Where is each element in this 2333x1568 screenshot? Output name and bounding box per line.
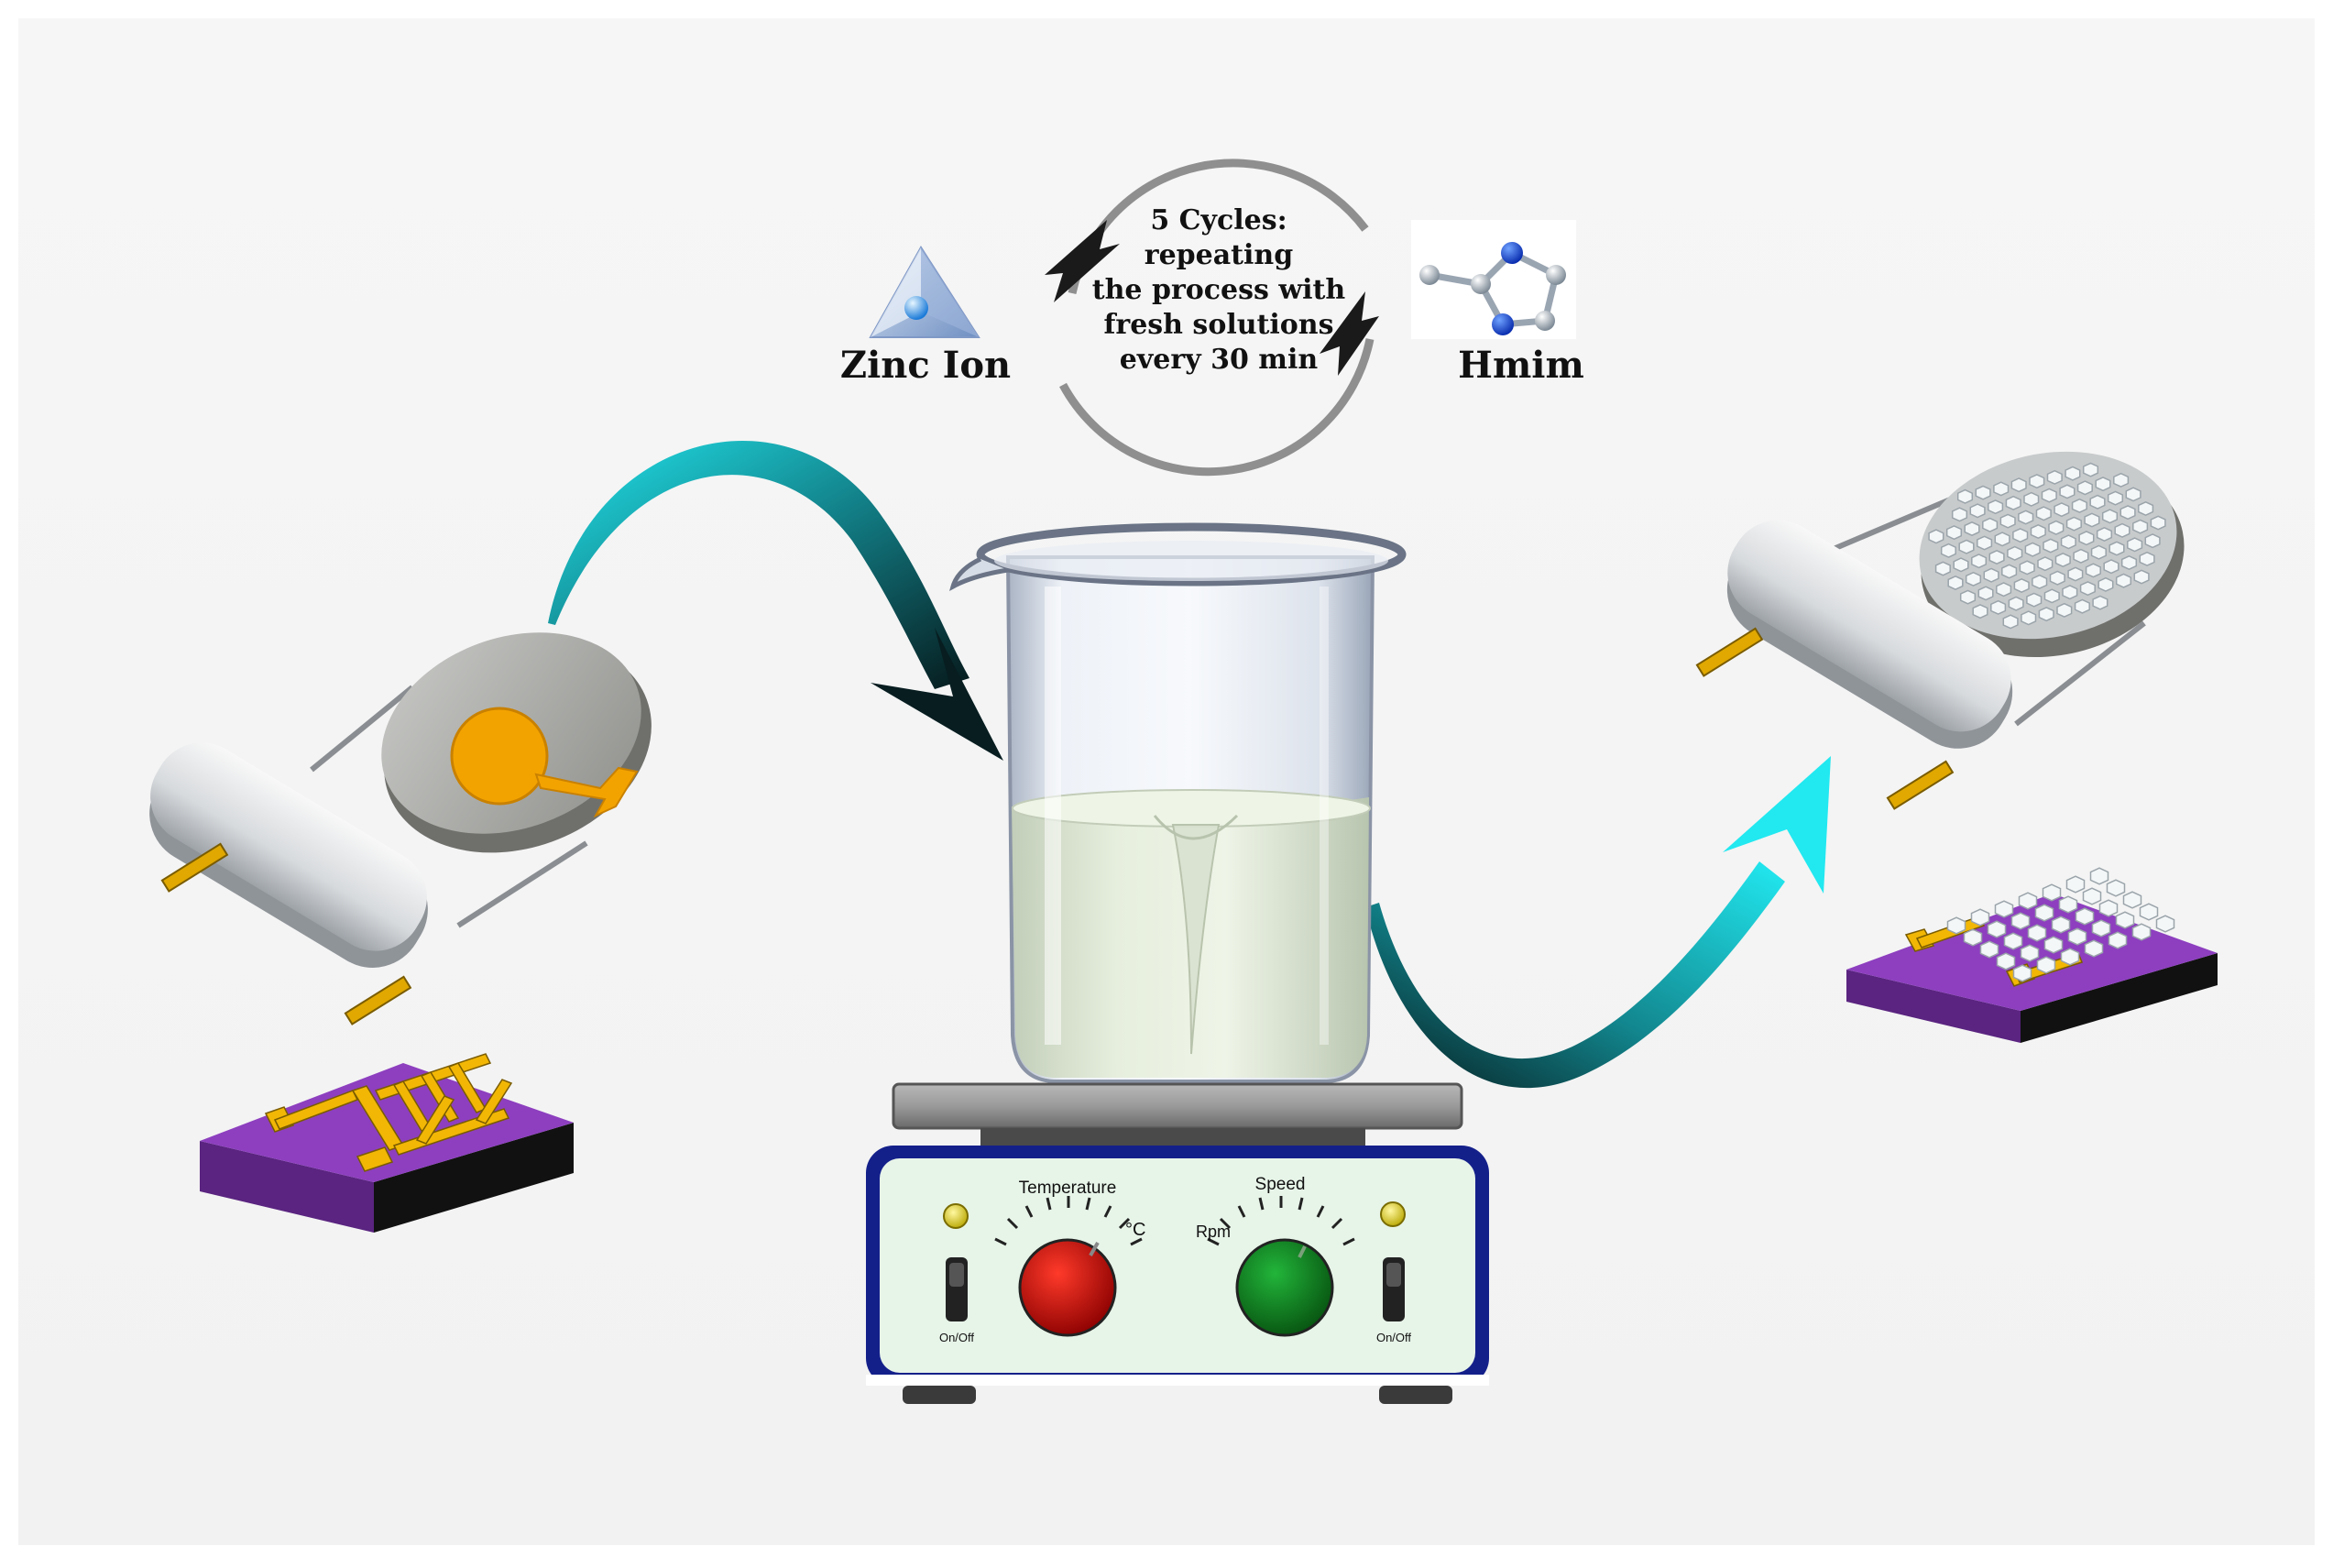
speed-knob[interactable]	[1235, 1238, 1334, 1337]
cycle-arc-bottom	[1059, 338, 1375, 477]
ide-sensor-bare	[200, 1053, 574, 1233]
vortex	[1171, 824, 1221, 1055]
cycle-text-line-2: repeating	[1145, 239, 1293, 271]
temperature-scale	[994, 1196, 1143, 1246]
zinc-ion-label: Zinc Ion	[840, 344, 1011, 387]
cycle-text-line-3: the process with	[1092, 274, 1346, 306]
beaker	[949, 522, 1407, 1083]
power-indicator-right	[1380, 1201, 1406, 1227]
hmim-label: Hmim	[1458, 344, 1584, 387]
power-switch-left-label: On/Off	[939, 1331, 974, 1344]
zinc-ion-icon	[869, 246, 980, 338]
hotplate-top	[892, 1082, 1463, 1130]
arrow-out-of-beaker	[1365, 756, 1831, 1089]
cycle-text-line-4: fresh solutions	[1103, 309, 1333, 341]
cycle-text-line-1: 5 Cycles:	[1150, 204, 1287, 236]
temperature-label: Temperature	[1019, 1179, 1117, 1198]
temperature-knob[interactable]	[1018, 1238, 1117, 1337]
speed-scale	[1207, 1196, 1355, 1246]
magnetic-stirrer: On/Off Temperature °C Speed	[866, 1082, 1489, 1404]
qcm-sensor-bare	[149, 632, 652, 1025]
qcm-sensor-coated	[1695, 451, 2185, 810]
zif8-crystals-ide	[1946, 867, 2175, 982]
cycle-bolt-left	[1045, 220, 1120, 302]
hmim-molecule-icon	[1411, 220, 1576, 339]
cycle-indicator: 5 Cycles: repeating the process with fre…	[1045, 159, 1379, 477]
cycle-bolt-right	[1320, 291, 1379, 376]
zif8-crystals-qcm	[1928, 462, 2166, 630]
cycle-text-line-5: every 30 min	[1120, 344, 1319, 376]
power-indicator-left	[943, 1203, 969, 1229]
speed-unit: Rpm	[1196, 1223, 1231, 1241]
ide-sensor-coated	[1846, 867, 2218, 1043]
temperature-unit: °C	[1125, 1220, 1145, 1240]
arrow-into-beaker	[548, 441, 1003, 761]
speed-label: Speed	[1255, 1175, 1306, 1194]
power-switch-right-label: On/Off	[1376, 1331, 1411, 1344]
